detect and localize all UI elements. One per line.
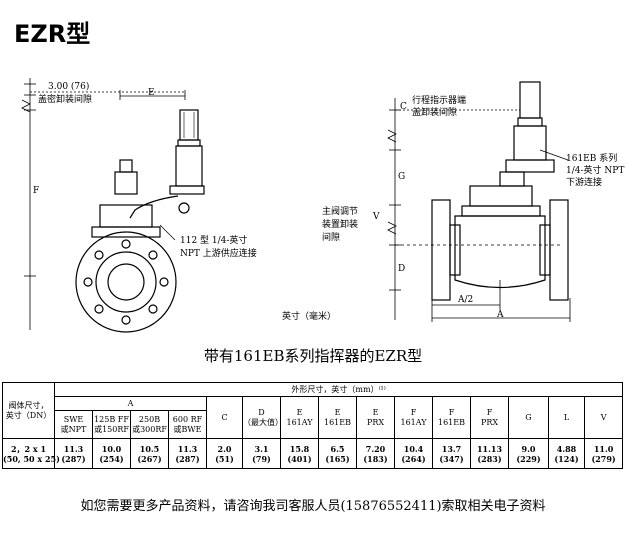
col-v-header: V (583, 396, 624, 439)
dim-d-label: D (398, 264, 406, 274)
col-g-header: G (508, 396, 549, 439)
value-cell: 11.3(287) (168, 438, 207, 469)
dim-f-label: F (33, 186, 40, 196)
valve-drawings (21, 78, 571, 333)
outline-dims-header: 外形尺寸，英寸（mm）⁽¹⁾ (53, 382, 624, 397)
pilot-supply-label-2: NPT 上游供应连接 (180, 249, 257, 259)
col-d-header: D（最大值） (242, 396, 283, 439)
value-cell: 10.0(254) (92, 438, 131, 469)
col-c-header: C (206, 396, 243, 439)
value-cell: 11.0(279) (583, 438, 624, 469)
main-valve-label-2: 装置卸装 (322, 220, 359, 230)
dim-a2-label: A/2 (458, 295, 474, 305)
series-label-2: 1/4-英寸 NPT (566, 166, 625, 176)
dimensions-table: 阀体尺寸， 英寸（DN） 外形尺寸，英寸（mm）⁽¹⁾ A C D（最大值） E… (2, 382, 624, 469)
clearance-label: 盖密卸装间隙 (38, 95, 93, 105)
dim-c-label: C (400, 102, 407, 112)
value-cell: 3.1(79) (242, 438, 281, 469)
value-cell: 10.4(264) (394, 438, 433, 469)
dim-g-label: G (398, 172, 406, 182)
clearance-value: 3.00 (76) (48, 82, 90, 92)
dim-v-label: V (373, 212, 380, 222)
value-cell: 4.88(124) (548, 438, 585, 469)
pilot-supply-label-1: 112 型 1/4-英寸 (180, 236, 248, 246)
table-row: 2，2 x 1 (50, 50 x 25) 11.3(287) 10.0(254… (2, 438, 624, 469)
units-label: 英寸（毫米） (282, 312, 337, 322)
col-l-header: L (548, 396, 585, 439)
value-cell: 6.5(165) (318, 438, 357, 469)
value-cell: 15.8(401) (280, 438, 319, 469)
dim-e-label: E (148, 88, 155, 98)
main-valve-label-1: 主阀调节 (322, 207, 359, 217)
series-label-3: 下游连接 (566, 178, 603, 188)
value-cell: 10.5(267) (130, 438, 169, 469)
main-valve-label-3: 间隙 (322, 233, 341, 243)
value-cell: 9.0(229) (508, 438, 549, 469)
value-cell: 13.7(347) (432, 438, 471, 469)
figure-caption: 带有161EB系列指挥器的EZR型 (203, 347, 423, 365)
value-cell: 7.20(183) (356, 438, 395, 469)
value-cell: 11.13(283) (470, 438, 509, 469)
value-cell: 11.3(287) (54, 438, 93, 469)
value-cell: 2.0(51) (206, 438, 243, 469)
col-a-header: A (54, 396, 207, 411)
row-size-cell: 2，2 x 1 (50, 50 x 25) (2, 438, 60, 469)
body-size-header: 阀体尺寸， 英寸（DN） (2, 382, 55, 439)
dim-a-label: A (497, 310, 504, 320)
page-title: EZR型 (14, 20, 91, 48)
contact-footer: 如您需要更多产品资料，请咨询我司客服人员(15876552411)索取相关电子资… (80, 499, 546, 514)
series-label-1: 161EB 系列 (566, 154, 618, 164)
travel-indicator-label-2: 盖卸装间隙 (412, 108, 458, 118)
travel-indicator-label-1: 行程指示器端 (412, 96, 467, 106)
